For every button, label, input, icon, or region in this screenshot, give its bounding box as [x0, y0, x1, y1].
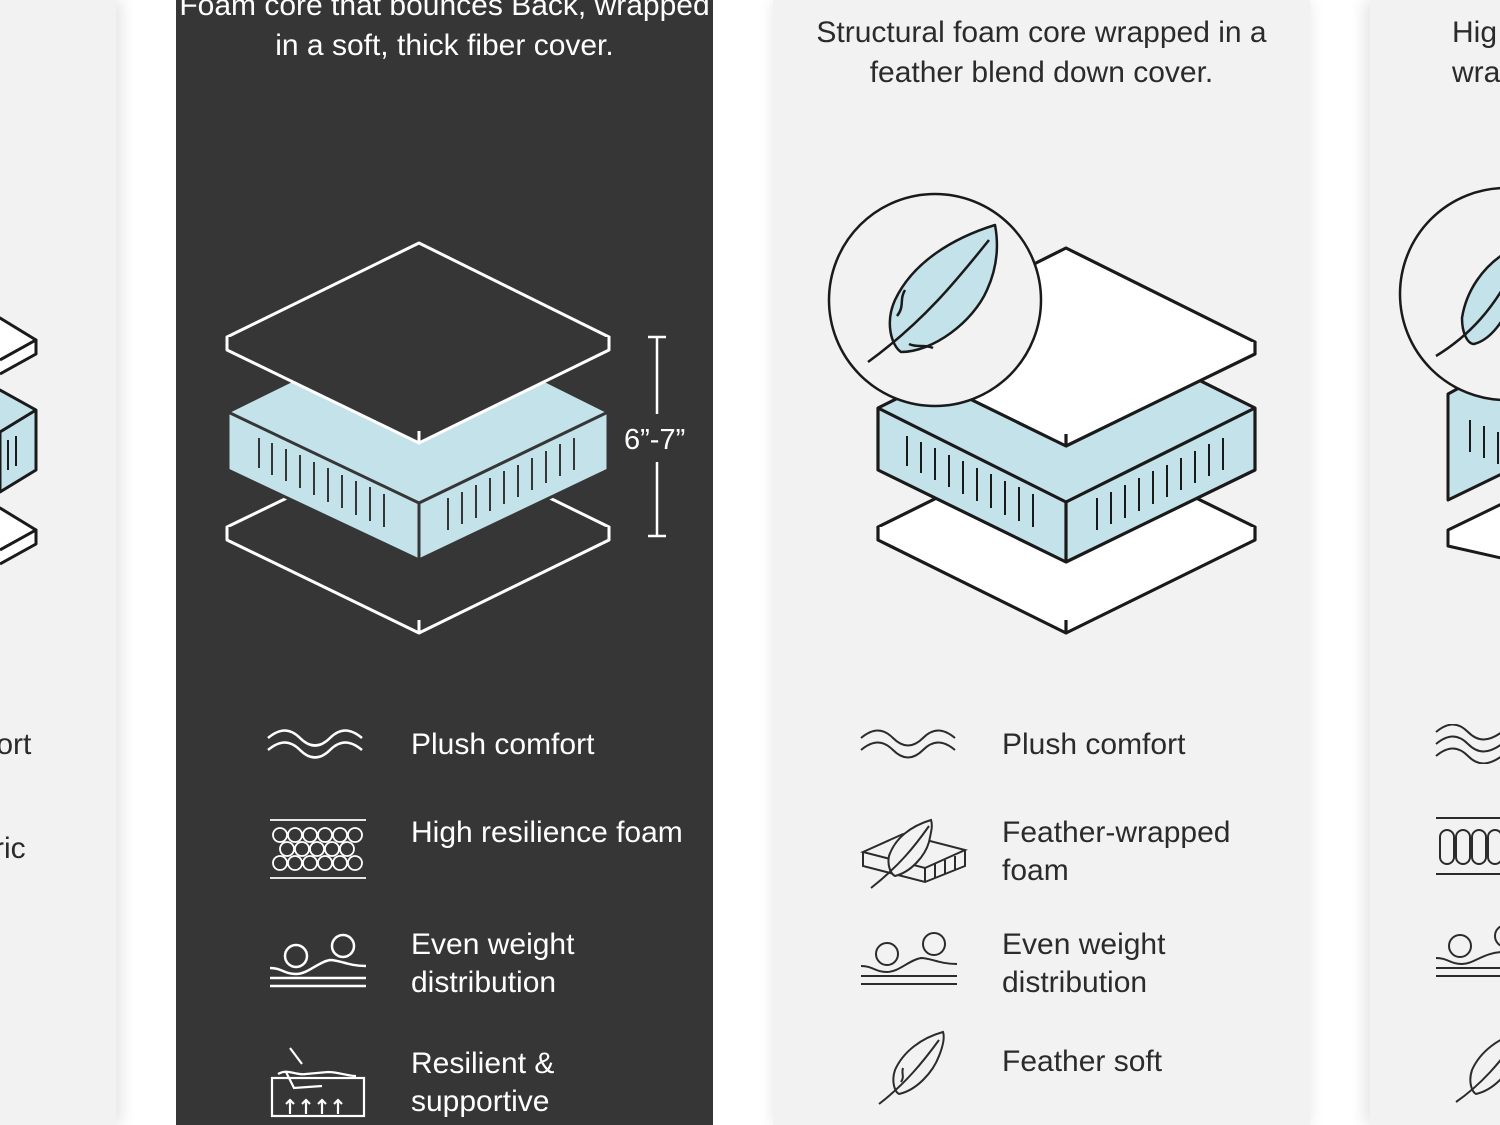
feature-label: High resilience foam — [411, 816, 683, 849]
mattress-layers-illustration — [225, 241, 666, 635]
left-product-panel: fort ric — [0, 0, 116, 1125]
feature-label: Even weight distribution — [1002, 928, 1166, 999]
feature-label: fort — [0, 728, 32, 761]
dark-product-panel: Foam core that bounces Back, wrapped in … — [176, 0, 713, 1125]
feather-icon — [878, 1030, 945, 1105]
product-description: Structural foam core wrapped in a feathe… — [816, 16, 1267, 89]
wave-icon — [860, 729, 956, 759]
mattress-layers-illustration — [0, 316, 38, 566]
feature-label: Plush comfort — [1002, 728, 1186, 761]
product-description: Foam core that bounces Back, wrapped in … — [179, 0, 710, 62]
mattress-layers-illustration — [1398, 186, 1500, 560]
feature-label: Even weight distribution — [411, 928, 575, 999]
thickness-label: 6”-7” — [624, 424, 686, 456]
feather-foam-icon — [859, 818, 969, 889]
feather-icon — [1455, 1039, 1500, 1103]
product-description: Hig wra — [1452, 16, 1500, 89]
mattress-layers-illustration — [827, 192, 1257, 635]
feature-label: Resilient & supportive — [411, 1047, 555, 1118]
spring-coil-icon — [1436, 817, 1500, 875]
resilient-support-icon — [270, 1047, 366, 1118]
right-product-panel: Hig wra — [1370, 0, 1500, 1125]
feature-label: Plush comfort — [411, 728, 595, 761]
honeycomb-foam-icon — [270, 819, 366, 879]
weight-distribution-icon — [860, 932, 958, 985]
light-product-panel: Structural foam core wrapped in a feathe… — [773, 0, 1310, 1125]
weight-distribution-icon — [269, 933, 367, 988]
feature-label: ric — [0, 832, 26, 865]
wave-icon — [1435, 724, 1500, 764]
weight-distribution-icon — [1435, 925, 1500, 977]
feature-label: Feather soft — [1002, 1045, 1163, 1078]
feather-icon — [867, 223, 999, 364]
feature-label: Feather-wrapped foam — [1002, 816, 1231, 887]
wave-icon — [267, 729, 363, 759]
